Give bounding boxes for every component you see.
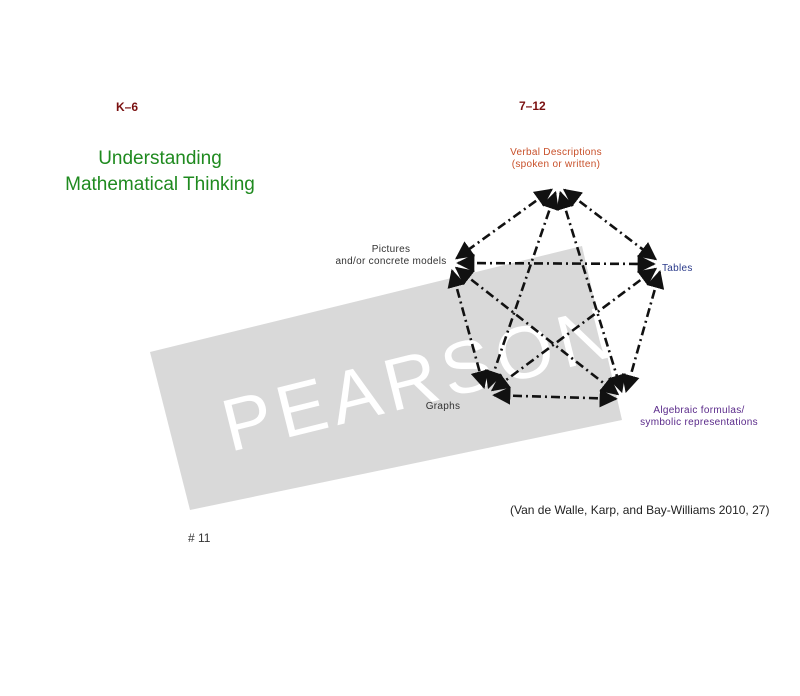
node-verbal-line1: Verbal Descriptions (510, 147, 602, 158)
node-algebraic: Algebraic formulas/ symbolic representat… (628, 405, 770, 429)
node-verbal-descriptions: Verbal Descriptions (spoken or written) (486, 147, 626, 171)
node-algebraic-line2: symbolic representations (640, 417, 758, 428)
node-tables-line1: Tables (662, 263, 693, 274)
node-tables: Tables (662, 263, 712, 275)
slide-number: # 11 (188, 531, 211, 545)
page-title-line2: Mathematical Thinking (65, 174, 255, 195)
node-pictures-line2: and/or concrete models (335, 256, 447, 267)
citation: (Van de Walle, Karp, and Bay-Williams 20… (510, 503, 770, 517)
grade-band-left: K–6 (116, 100, 139, 114)
page-title: Understanding Mathematical Thinking (20, 146, 300, 198)
node-graphs: Graphs (416, 401, 470, 413)
edge-graphs-algebraic (492, 386, 618, 408)
edge-tables-algebraic (621, 269, 665, 394)
page-title-line1: Understanding (98, 148, 222, 169)
node-pictures: Pictures and/or concrete models (318, 244, 464, 268)
grade-band-right: 7–12 (519, 99, 546, 113)
node-algebraic-line1: Algebraic formulas/ (653, 405, 745, 416)
pearson-watermark: PEARSON (150, 246, 626, 510)
node-graphs-line1: Graphs (425, 401, 461, 412)
node-pictures-line1: Pictures (371, 244, 411, 255)
connection-edges (447, 188, 665, 408)
edge-pictures-tables (456, 253, 656, 274)
node-verbal-line2: (spoken or written) (511, 159, 601, 170)
